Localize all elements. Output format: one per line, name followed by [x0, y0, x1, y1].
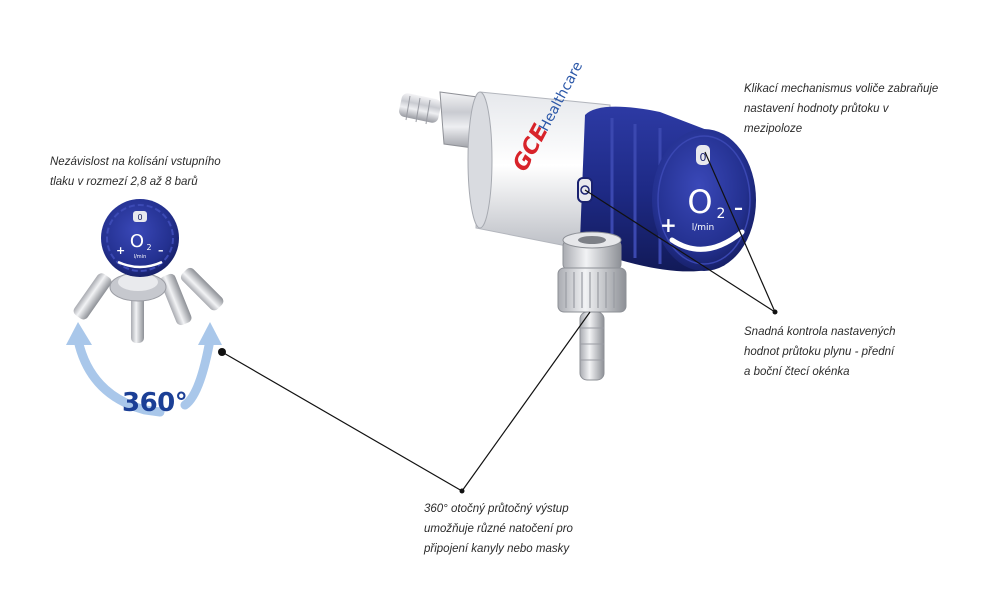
leader-dot-windows: [772, 309, 778, 315]
dial-gas: O: [687, 183, 712, 221]
leader-dot-outlet-end: [459, 488, 465, 494]
caption-reading-windows: Snadná kontrola nastavených hodnot průto…: [744, 326, 896, 378]
top-view-minus: –: [158, 244, 164, 257]
outlet-spokes: [73, 267, 224, 343]
front-window: [696, 145, 710, 165]
flowmeter-device: GCE Healthcare 0 O 2 l/min + –: [399, 59, 756, 381]
dial-minus: –: [734, 198, 743, 219]
top-view-gas-sub: 2: [146, 243, 151, 252]
top-view-device: 0 O 2 l/min + –: [66, 199, 224, 417]
top-view-plus: +: [116, 244, 125, 257]
top-view-unit: l/min: [134, 254, 147, 260]
rotation-arrow-right: [180, 335, 215, 410]
rotation-label: 360°: [122, 388, 188, 418]
leader-dot-outlet: [218, 348, 226, 356]
dial-arc: [669, 229, 745, 252]
caption-rotating-outlet: 360° otočný průtočný výstup umožňuje růz…: [424, 503, 573, 555]
flow-knob-face: [652, 129, 756, 271]
dial-unit: l/min: [692, 223, 715, 233]
top-view-knob: [101, 199, 179, 277]
dial-gas-sub: 2: [717, 206, 726, 222]
top-view-gas: O: [130, 231, 144, 252]
rotating-outlet: [557, 231, 627, 381]
dial-plus: +: [660, 213, 677, 237]
arrow-head-right: [198, 322, 222, 345]
top-view-dial-value: 0: [137, 213, 142, 222]
rotation-arrow-left: [73, 335, 165, 417]
leader-lines: [221, 151, 776, 492]
arrow-head-left: [66, 322, 92, 345]
caption-pressure: Nezávislost na kolísání vstupního tlaku …: [50, 156, 221, 188]
front-dial-value: 0: [700, 151, 707, 164]
caption-click-mechanism: Klikací mechanismus voliče zabraňuje nas…: [744, 83, 939, 135]
